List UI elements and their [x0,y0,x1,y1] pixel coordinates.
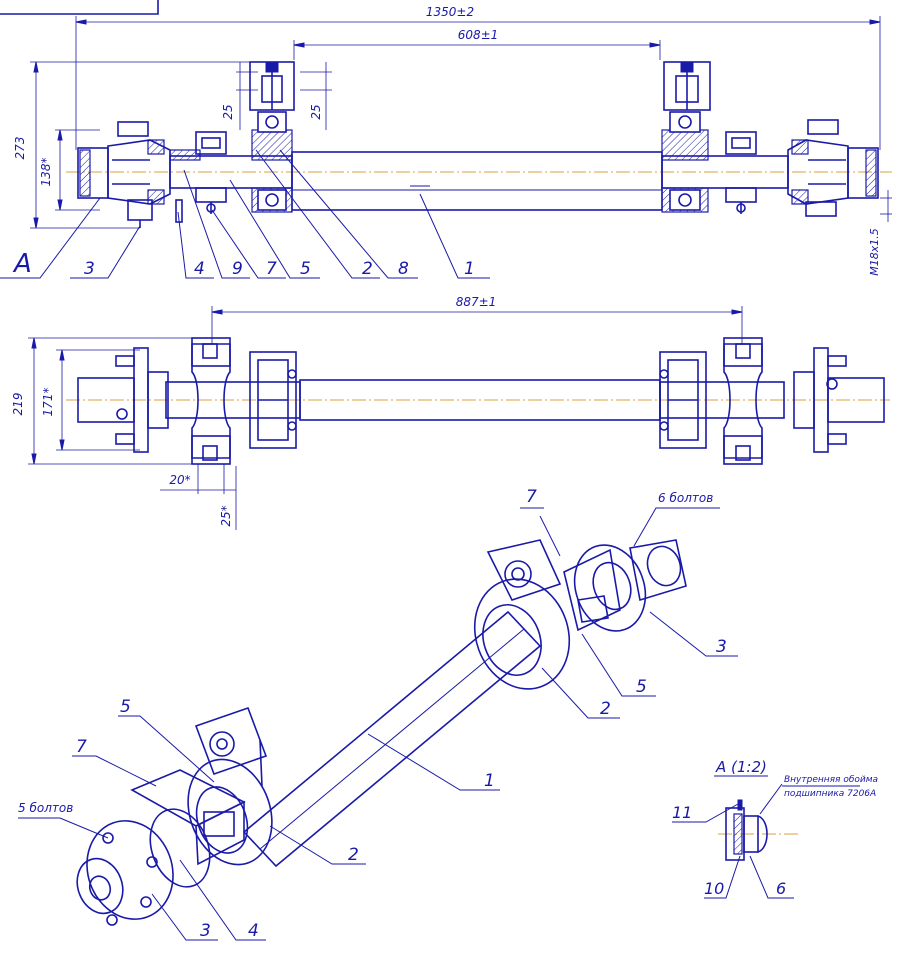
detail-a: A (1:2) Внутренняя обойма подшипника 720… [672,758,878,899]
detail-callout-11: 11 [672,803,692,822]
dim-thread: M18x1.5 [868,228,881,276]
iso-callout-2-right: 2 [600,699,611,719]
iso-note-5-bolts: 5 болтов [18,801,73,815]
dim-bearing-span: 608±1 [458,28,499,42]
callout-2: 2 [362,259,373,279]
detail-note-line1: Внутренняя обойма [784,775,878,785]
iso-callout-1: 1 [484,771,495,791]
iso-callout-2-left: 2 [348,845,359,865]
callout-8: 8 [398,259,409,279]
dim-25-star: 25* [219,505,233,526]
dim-138: 138* [39,158,53,187]
detail-note-line2: подшипника 7206А [784,789,876,799]
top-view: 887±1 219 171* 20* 25* [11,295,890,530]
front-view: 1350±2 608±1 273 138* 25 25 [0,5,892,279]
detail-callout-6: 6 [776,879,786,898]
iso-callout-7-right: 7 [526,487,537,507]
dim-overall-length: 1350±2 [426,5,474,19]
iso-callout-5-right: 5 [636,677,647,697]
detail-callout-10: 10 [704,879,724,898]
detail-a-title: A (1:2) [715,758,767,776]
stamp-box [0,0,159,15]
dim-25-left: 25 [221,104,235,119]
dim-mount-span: 887±1 [456,295,497,309]
callout-3: 3 [84,259,95,279]
callout-7: 7 [266,259,277,279]
dim-171: 171* [41,388,55,417]
callout-4: 4 [194,259,205,279]
callout-5: 5 [300,259,311,279]
iso-callout-3-right: 3 [716,637,727,657]
iso-note-6-bolts: 6 болтов [658,491,713,505]
callout-9: 9 [232,259,243,279]
dim-20: 20* [169,473,190,487]
isometric-view: 7 6 болтов 3 5 2 1 5 7 5 болтов 2 3 4 [18,487,738,941]
callout-1: 1 [464,259,475,279]
iso-callout-7-left: 7 [76,737,87,757]
dim-25-right: 25 [309,104,323,119]
iso-callout-3-left: 3 [200,921,211,941]
dim-273: 273 [13,137,27,160]
iso-callout-4-left: 4 [248,921,259,941]
dim-219: 219 [11,393,25,416]
iso-callout-5-left: 5 [120,697,131,717]
section-a-label: A [12,249,32,279]
